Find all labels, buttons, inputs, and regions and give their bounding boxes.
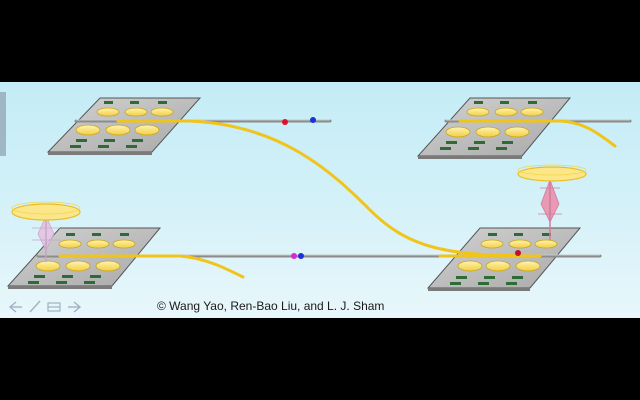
pen-icon[interactable] (29, 300, 41, 313)
copyright-credit: © Wang Yao, Ren-Bao Liu, and L. J. Sham (157, 299, 385, 313)
forward-arrow-icon[interactable] (68, 301, 82, 313)
side-tab (0, 92, 6, 156)
floating-disk-right (517, 164, 587, 182)
optical-fibers (58, 119, 617, 279)
spin-dot-blue-top (310, 117, 316, 123)
floating-disk-left (11, 201, 81, 221)
photon-pulse-right (538, 178, 562, 240)
quantum-dot-clusters (28, 101, 551, 285)
spin-dot-blue-bottom (298, 253, 304, 259)
back-arrow-icon[interactable] (8, 301, 22, 313)
menu-icon[interactable] (47, 302, 61, 312)
spin-dot-red-bottom-right (515, 250, 521, 256)
chip-resonators (35, 107, 558, 272)
spin-dot-red-top (282, 119, 288, 125)
spin-dot-magenta-bottom (291, 253, 297, 259)
